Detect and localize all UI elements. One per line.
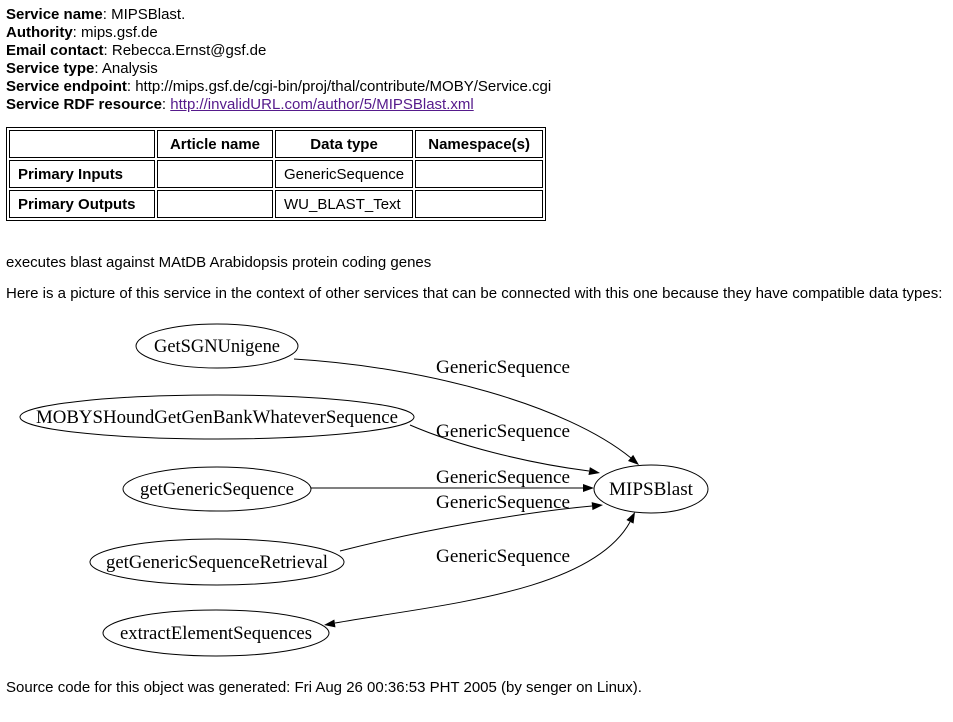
edge-label: GenericSequence [436,357,570,378]
io-header-data-type: Data type [275,130,414,158]
service-description: executes blast against MAtDB Arabidopsis… [6,254,432,271]
io-header-empty [9,130,155,158]
arrowhead-icon [628,454,639,465]
edge-getgenericsequenceretrieval-mipsblast: GenericSequence [339,492,603,552]
node-ellipse-mipsblast [593,464,709,514]
node-label-getsgnunigene: GetSGNUnigene [154,336,280,357]
edge-line [339,505,593,552]
node-getgenericsequenceretrieval: getGenericSequenceRetrieval [89,538,345,586]
node-mobyshoundgetgenbankwhateversequence: MOBYSHoundGetGenBankWhateverSequence [19,394,415,440]
arrowhead-icon [583,484,594,492]
field-separator: : [126,78,136,95]
node-ellipse-mobyshoundgetgenbankwhateversequence [19,394,415,440]
edge-label: GenericSequence [436,492,570,513]
node-label-getgenericsequence: getGenericSequence [140,479,294,500]
field-label: Authority [6,24,73,41]
service-connection-diagram: GetSGNUnigene MOBYSHoundGetGenBankWhatev… [19,323,709,657]
edge-label: GenericSequence [436,421,570,442]
node-extractelementsequences: extractElementSequences [102,609,330,657]
node-getsgnunigene: GetSGNUnigene [135,323,299,369]
arrowhead-icon [324,619,336,628]
field-value: mips.gsf.de [81,24,158,41]
primary-outputs-namespaces [415,190,544,218]
field-separator: : [161,96,171,113]
field-separator: : [102,6,112,23]
edge-mobyshound-mipsblast: GenericSequence [409,421,600,476]
field-separator: : [103,42,112,59]
field-value: Rebecca.Ernst@gsf.de [111,42,267,59]
arrowhead-icon [626,512,635,524]
node-getgenericsequence: getGenericSequence [122,466,312,512]
primary-outputs-data-type: WU_BLAST_Text [275,190,414,218]
service-name-field: Service name: MIPSBlast. [6,6,953,24]
arrowhead-icon [588,467,600,476]
email-contact-field: Email contact: Rebecca.Ernst@gsf.de [6,42,953,60]
service-endpoint-field: Service endpoint: http://mips.gsf.de/cgi… [6,78,953,96]
field-label: Service name [6,6,103,23]
primary-outputs-article-name [157,190,273,218]
primary-inputs-article-name [157,160,273,188]
io-header-namespaces: Namespace(s) [415,130,544,158]
field-value: http://mips.gsf.de/cgi-bin/proj/thal/con… [135,78,552,95]
node-label-mobyshoundgetgenbankwhateversequence: MOBYSHoundGetGenBankWhateverSequence [36,407,398,428]
authority-field: Authority: mips.gsf.de [6,24,953,42]
field-separator: : [94,60,102,77]
node-ellipse-extractelementsequences [102,609,330,657]
io-header-article-name: Article name [157,130,273,158]
field-value: Analysis [101,60,158,77]
field-label: Service type [6,60,95,77]
table-row-primary-outputs: Primary Outputs WU_BLAST_Text [9,190,544,218]
row-label-primary-outputs: Primary Outputs [9,190,155,218]
primary-inputs-data-type: GenericSequence [275,160,414,188]
io-table-header-row: Article name Data type Namespace(s) [9,130,544,158]
node-mipsblast: MIPSBlast [593,464,709,514]
edge-getgenericsequence-mipsblast: GenericSequence [311,467,594,492]
field-label: Service RDF resource [6,96,162,113]
table-row-primary-inputs: Primary Inputs GenericSequence [9,160,544,188]
rdf-resource-link[interactable]: http://invalidURL.com/author/5/MIPSBlast… [170,96,474,113]
diagram-intro: Here is a picture of this service in the… [6,285,943,302]
edge-line [334,521,631,624]
edge-label: GenericSequence [436,546,570,567]
arrowhead-icon [591,502,603,511]
generation-footer: Source code for this object was generate… [6,679,642,696]
edge-label: GenericSequence [436,467,570,488]
edge-line [409,424,590,472]
field-label: Email contact [6,42,104,59]
service-details: Service name: MIPSBlast. Authority: mips… [6,6,953,114]
edge-getsgnunigene-mipsblast: GenericSequence [293,357,639,465]
row-label-primary-inputs: Primary Inputs [9,160,155,188]
node-label-mipsblast: MIPSBlast [609,479,694,500]
node-ellipse-getsgnunigene [135,323,299,369]
node-label-extractelementsequences: extractElementSequences [120,623,312,644]
node-ellipse-getgenericsequenceretrieval [89,538,345,586]
service-type-field: Service type: Analysis [6,60,953,78]
field-value: MIPSBlast. [111,6,186,23]
io-table: Article name Data type Namespace(s) Prim… [6,127,547,221]
field-label: Service endpoint [6,78,127,95]
node-label-getgenericsequenceretrieval: getGenericSequenceRetrieval [106,552,328,573]
node-ellipse-getgenericsequence [122,466,312,512]
edge-extractelementsequences-mipsblast: GenericSequence [324,512,635,628]
field-separator: : [72,24,82,41]
edge-line [293,358,632,459]
service-rdf-resource-field: Service RDF resource: http://invalidURL.… [6,96,953,114]
primary-inputs-namespaces [415,160,544,188]
